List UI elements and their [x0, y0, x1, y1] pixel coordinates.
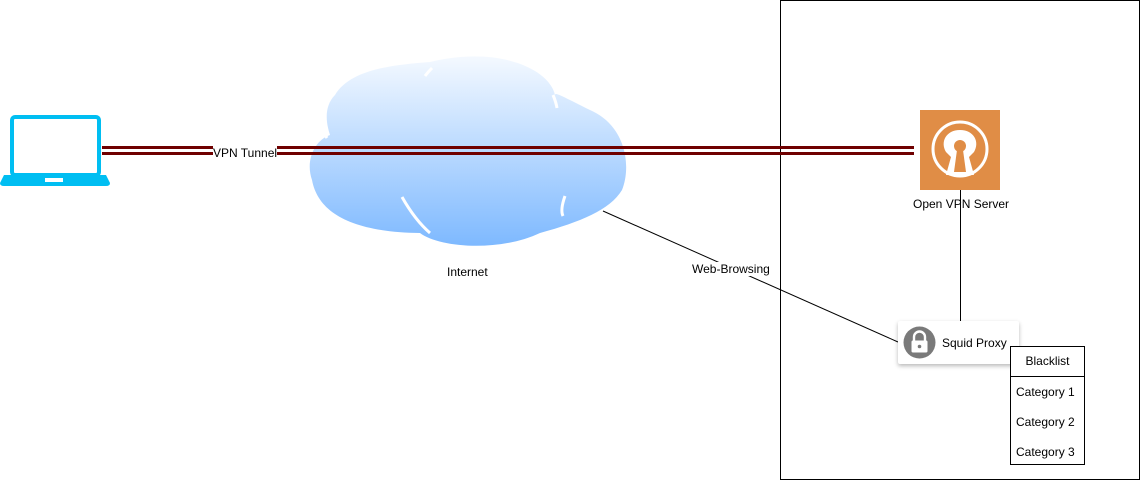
- blacklist-table: Blacklist Category 1 Category 2 Category…: [1010, 346, 1085, 465]
- web-browsing-label: Web-Browsing: [692, 262, 770, 276]
- server-boundary-box: [780, 0, 1140, 480]
- lock-icon: [903, 326, 936, 359]
- blacklist-title: Blacklist: [1011, 347, 1084, 377]
- blacklist-item: Category 3: [1016, 445, 1075, 459]
- squid-proxy-label: Squid Proxy: [942, 336, 1007, 350]
- internet-label: Internet: [447, 265, 488, 279]
- openvpn-icon: [920, 110, 1000, 190]
- blacklist-item: Category 2: [1016, 415, 1075, 429]
- cloud-icon: [309, 56, 627, 246]
- web-browsing-edge: [602, 210, 899, 343]
- openvpn-server-label: Open VPN Server: [913, 197, 1010, 211]
- squid-proxy-node[interactable]: Squid Proxy: [898, 321, 1019, 364]
- vpn-tunnel-label: VPN Tunnel: [213, 146, 278, 160]
- blacklist-item: Category 1: [1016, 385, 1075, 399]
- laptop-icon: [0, 115, 110, 186]
